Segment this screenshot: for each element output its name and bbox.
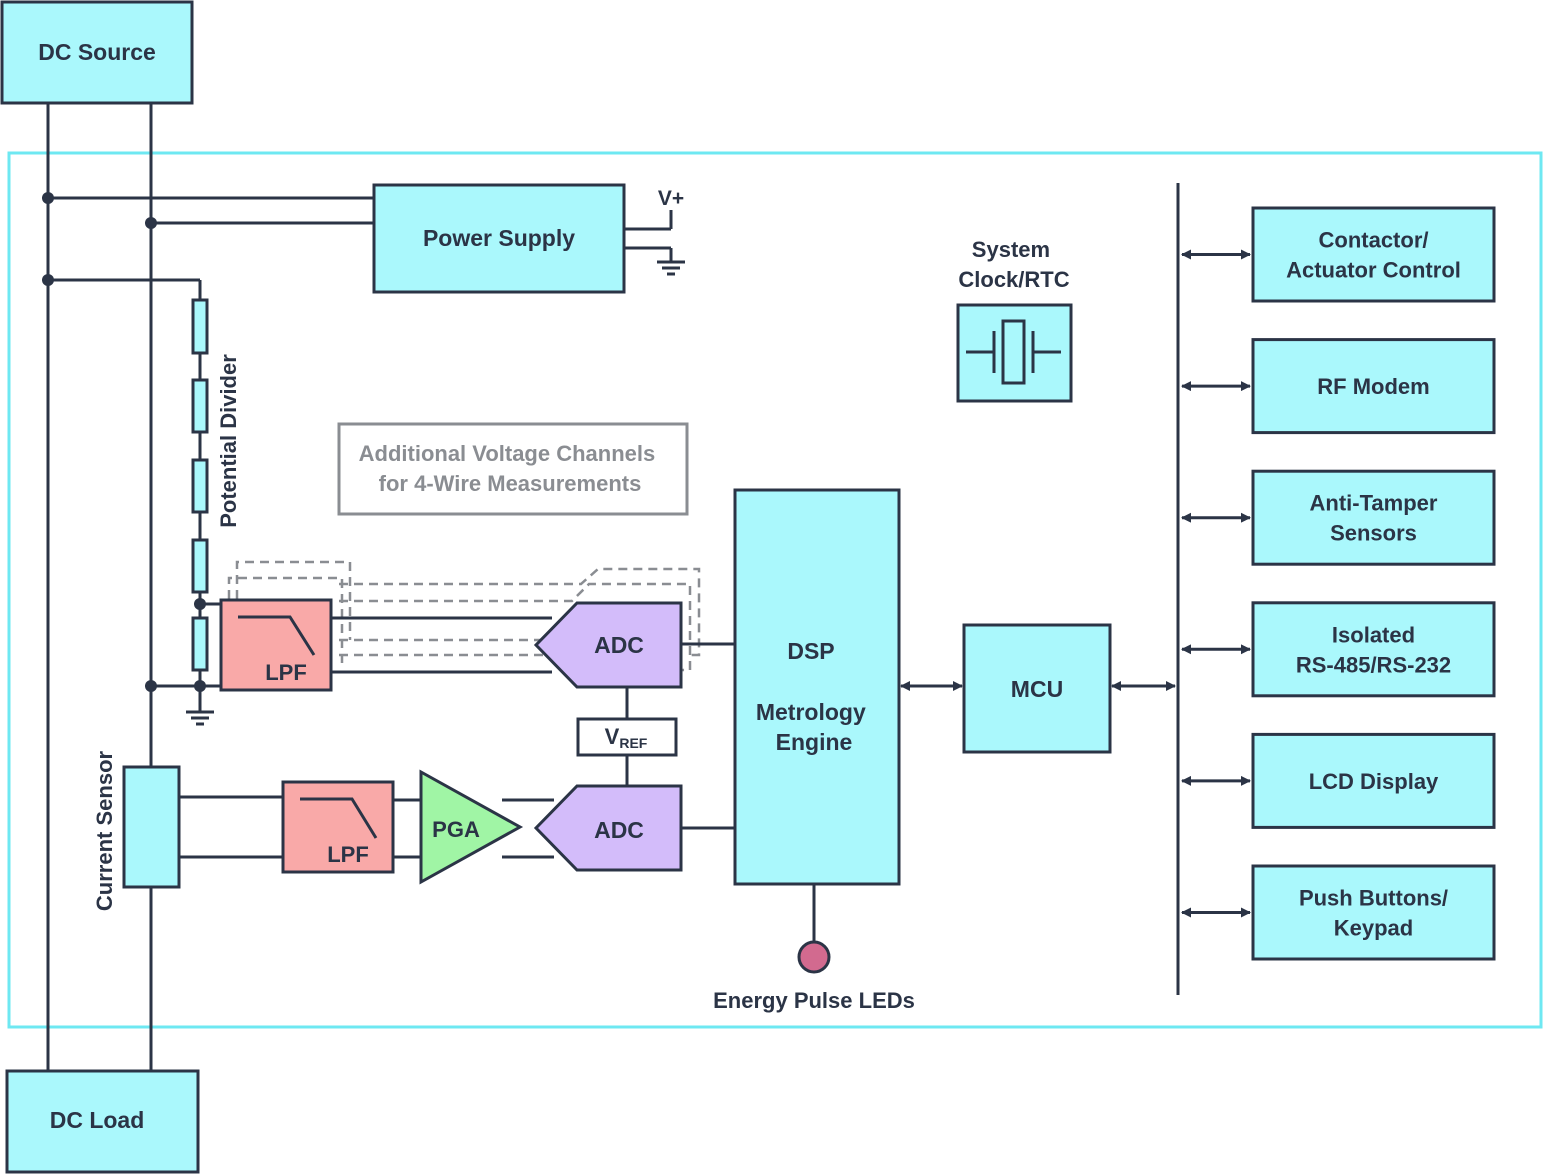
svg-text:MCU: MCU: [1011, 676, 1063, 702]
meter-board-outline: [7, 151, 1543, 1029]
peripheral-list: Contactor/Actuator Control RF ModemAnti-T…: [1181, 206, 1496, 961]
svg-text:VREF: VREF: [605, 724, 648, 751]
potential-divider-resistors: [191, 298, 209, 672]
crystal-oscillator-box: [956, 303, 1073, 403]
svg-text:PGA: PGA: [432, 817, 480, 842]
junction-dots: [42, 192, 206, 692]
current-sensor-block: [122, 765, 181, 889]
dsp-metrology-engine-box: DSP Metrology Engine: [733, 488, 901, 886]
divider-ground-icon: [186, 710, 214, 726]
adc-to-dsp-wires: [681, 642, 735, 830]
svg-text:DC Load: DC Load: [50, 1107, 145, 1133]
contactor-actuator-control-box: Contactor/Actuator Control: [1181, 206, 1496, 303]
lcd-display-label: LCD Display: [1309, 769, 1439, 794]
crystal-icon: [966, 319, 1061, 385]
dc-rails: [46, 103, 374, 1071]
svg-text:DSP Metrology Engi: DSP Metrology Engine: [756, 638, 872, 755]
push-buttons-keypad-label: Push Buttons/Keypad: [1299, 886, 1448, 941]
rf-modem-box: RF Modem: [1181, 338, 1496, 435]
svg-text:LPF: LPF: [327, 842, 369, 867]
potential-divider-label: Potential Divider: [216, 354, 241, 528]
energy-pulse-leds-label: Energy Pulse LEDs: [713, 988, 915, 1013]
current-sensor-label: Current Sensor: [92, 750, 117, 911]
svg-text:ADC: ADC: [594, 817, 644, 843]
voltage-lpf-response-icon: [238, 615, 316, 656]
push-buttons-keypad-box: Push Buttons/Keypad: [1181, 864, 1496, 961]
supply-ground-icon: [657, 260, 685, 276]
pga-block: PGA: [419, 769, 524, 885]
vplus-label: V+: [658, 187, 684, 210]
current-channel-wires: [179, 795, 554, 859]
power-supply-box: Power Supply: [372, 183, 626, 294]
voltage-channel-wires: [331, 616, 552, 674]
additional-channels-box: Additional Voltage Channels for 4-Wire M…: [337, 422, 689, 516]
additional-channels-dashed-paths: [227, 560, 701, 672]
mcu-box: MCU: [962, 623, 1112, 754]
vref-block: VREF: [576, 687, 678, 786]
power-supply-outputs: [624, 210, 673, 262]
svg-text:Power Supply: Power Supply: [423, 225, 575, 251]
voltage-adc-block: ADC: [533, 601, 683, 689]
current-lpf-block: LPF: [281, 780, 395, 874]
current-lpf-response-icon: [300, 797, 378, 839]
system-clock-label: System Clock/RTC: [958, 237, 1069, 292]
dc-load-box: DC Load: [5, 1069, 200, 1174]
svg-text:LPF: LPF: [265, 660, 307, 685]
voltage-lpf-block: LPF: [219, 598, 333, 692]
dc-source-box: DC Source: [0, 0, 194, 105]
svg-text:DC Source: DC Source: [38, 39, 156, 65]
svg-text:ADC: ADC: [594, 632, 644, 658]
current-adc-block: ADC: [533, 784, 683, 872]
svg-text:Additional Voltage Channels: Additional Voltage Channels for 4-Wire M…: [359, 441, 662, 496]
lcd-display-box: LCD Display: [1181, 732, 1496, 829]
energy-pulse-led: [797, 884, 831, 974]
rf-modem-label: RF Modem: [1317, 374, 1429, 399]
contactor-actuator-control-label: Contactor/Actuator Control: [1286, 228, 1461, 283]
